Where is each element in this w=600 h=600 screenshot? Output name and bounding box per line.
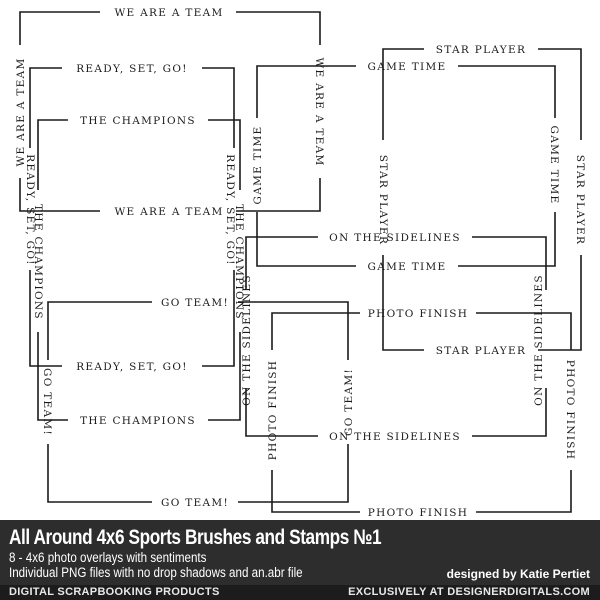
frame-label-bottom: READY, SET, GO! bbox=[76, 361, 188, 373]
frame-go-team: GO TEAM! GO TEAM! GO TEAM! GO TEAM! bbox=[41, 297, 355, 509]
frame-label-bottom: GO TEAM! bbox=[161, 497, 229, 509]
frame-on-the-sidelines: ON THE SIDELINES ON THE SIDELINES ON THE… bbox=[241, 232, 547, 443]
frame-label-right: STAR PLAYER bbox=[574, 155, 586, 245]
product-description-line: Individual PNG files with no drop shadow… bbox=[9, 565, 303, 580]
frame-label-top: WE ARE A TEAM bbox=[114, 7, 223, 19]
frame-label-top: ON THE SIDELINES bbox=[329, 232, 461, 244]
frame-label-top: GAME TIME bbox=[368, 61, 447, 73]
frame-label-top: STAR PLAYER bbox=[436, 44, 526, 56]
frame-photo-finish: PHOTO FINISH PHOTO FINISH PHOTO FINISH P… bbox=[267, 308, 576, 519]
frame-label-left: THE CHAMPIONS bbox=[32, 204, 44, 320]
footer-bar: DIGITAL SCRAPBOOKING PRODUCTS EXCLUSIVEL… bbox=[0, 585, 600, 600]
frame-label-bottom: ON THE SIDELINES bbox=[329, 431, 461, 443]
frame-label-bottom: WE ARE A TEAM bbox=[114, 206, 223, 218]
frame-label-left: GO TEAM! bbox=[41, 368, 53, 436]
frame-label-bottom: THE CHAMPIONS bbox=[80, 415, 196, 427]
product-title: All Around 4x6 Sports Brushes and Stamps… bbox=[9, 526, 382, 549]
frame-game-time: GAME TIME GAME TIME GAME TIME GAME TIME bbox=[252, 61, 560, 273]
product-description-line: 8 - 4x6 photo overlays with sentiments bbox=[9, 550, 207, 565]
frame-label-right: READY, SET, GO! bbox=[224, 154, 236, 266]
frame-label-bottom: STAR PLAYER bbox=[436, 345, 526, 357]
frame-star-player: STAR PLAYER STAR PLAYER STAR PLAYER STAR… bbox=[377, 44, 586, 357]
frame-label-bottom: GAME TIME bbox=[368, 261, 447, 273]
stamp-collage: WE ARE A TEAM WE ARE A TEAM WE ARE A TEA… bbox=[15, 7, 586, 519]
frame-label-right: THE CHAMPIONS bbox=[233, 204, 245, 320]
frame-label-top: GO TEAM! bbox=[161, 297, 229, 309]
frame-label-left: PHOTO FINISH bbox=[267, 360, 279, 461]
frame-label-right: GAME TIME bbox=[548, 126, 560, 205]
frame-label-left: WE ARE A TEAM bbox=[15, 57, 27, 166]
frame-label-top: READY, SET, GO! bbox=[76, 63, 188, 75]
footer-category: DIGITAL SCRAPBOOKING PRODUCTS bbox=[9, 586, 220, 598]
frame-we-are-a-team: WE ARE A TEAM WE ARE A TEAM WE ARE A TEA… bbox=[15, 7, 325, 218]
frame-label-left: READY, SET, GO! bbox=[24, 154, 36, 266]
frame-label-top: THE CHAMPIONS bbox=[80, 115, 196, 127]
frame-label-right: ON THE SIDELINES bbox=[533, 274, 545, 406]
frame-the-champions: THE CHAMPIONS THE CHAMPIONS THE CHAMPION… bbox=[32, 115, 245, 427]
frame-ready-set-go: READY, SET, GO! READY, SET, GO! READY, S… bbox=[24, 63, 236, 373]
frame-label-right: WE ARE A TEAM bbox=[313, 57, 325, 166]
frame-label-left: ON THE SIDELINES bbox=[241, 274, 253, 406]
frame-label-left: STAR PLAYER bbox=[377, 155, 389, 245]
frame-label-right: PHOTO FINISH bbox=[564, 360, 576, 461]
frame-label-right: GO TEAM! bbox=[343, 368, 355, 436]
frame-label-left: GAME TIME bbox=[252, 126, 264, 205]
designer-credit: designed by Katie Pertiet bbox=[446, 567, 590, 581]
footer-store: EXCLUSIVELY AT DESIGNERDIGITALS.COM bbox=[348, 586, 590, 598]
frame-label-bottom: PHOTO FINISH bbox=[368, 507, 469, 519]
frame-label-top: PHOTO FINISH bbox=[368, 308, 469, 320]
